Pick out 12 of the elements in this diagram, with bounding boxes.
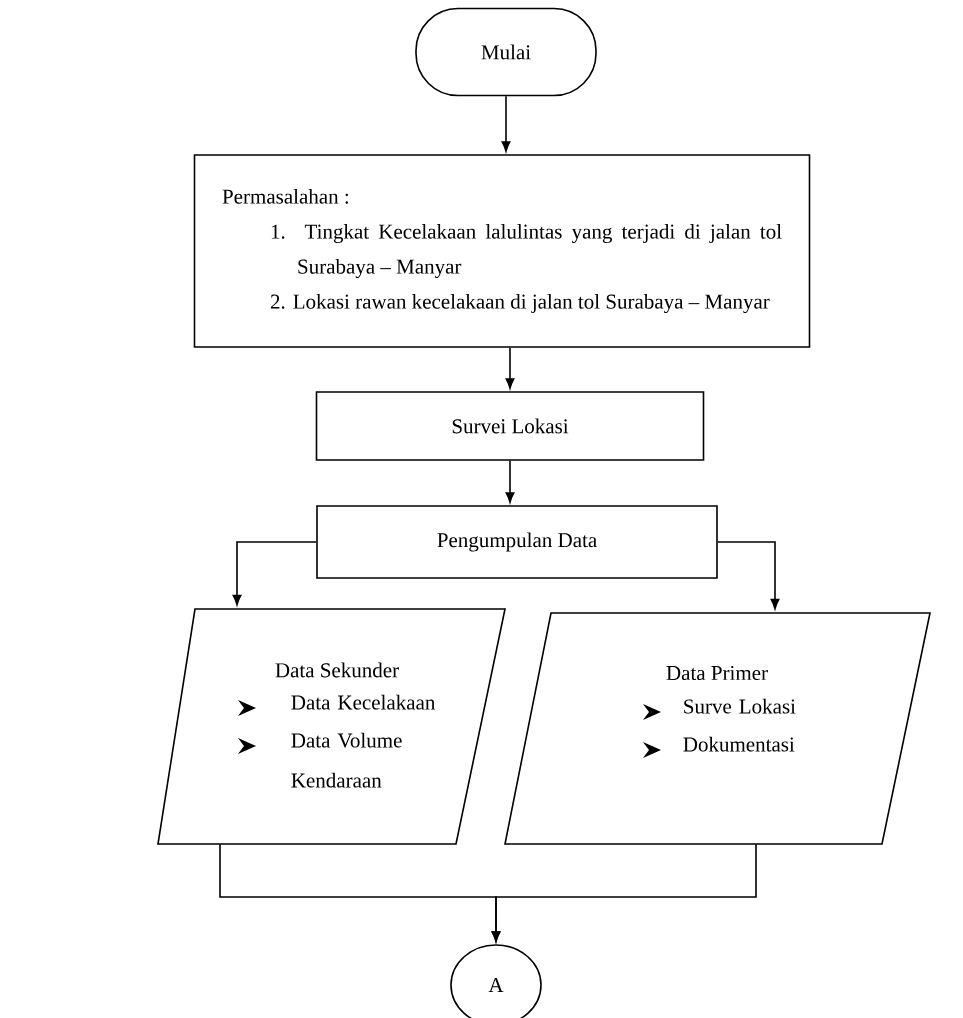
data-parallelogram: Data Sekunder Data Kecelakaan Data Volume Kendaraan (157, 608, 506, 845)
problem-box: Permasalahan : 1. Tingkat Kecelakaan lalulintas yang terjadi di jalan tol Surabaya – Manyar 2. Lokasi rawan kecelakaan di jalan tol Surabaya – Manyar (193, 154, 811, 348)
arrow (505, 460, 515, 503)
arrow (232, 541, 317, 606)
start-terminal: Mulai (415, 7, 597, 97)
arrow (505, 347, 515, 389)
arrow (717, 541, 780, 610)
process-box: Pengumpulan Data (316, 505, 718, 579)
arrow (501, 95, 511, 152)
data-parallelogram: Data Primer Surve Lokasi Dokumentasi (504, 612, 931, 845)
arrow (491, 843, 757, 942)
process-box: Survei Lokasi (315, 391, 705, 461)
